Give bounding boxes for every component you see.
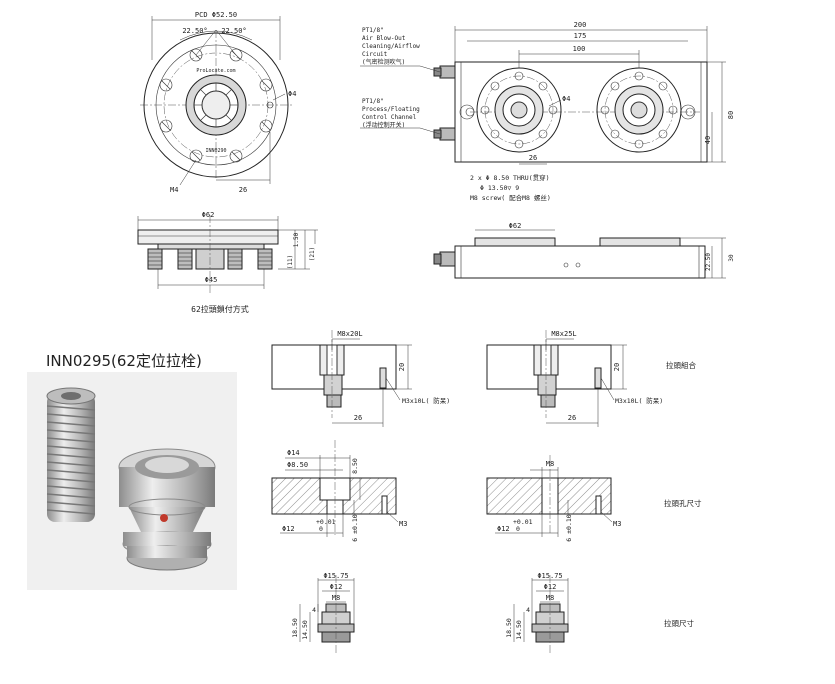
- pin-left-h4: 4: [312, 606, 316, 614]
- hole-left-d12: Φ12: [282, 525, 295, 533]
- asm-left-pin: M3x10L( 防呆): [402, 396, 450, 405]
- block-dim-h1: 22.50: [705, 253, 712, 271]
- dim-40: 40: [704, 136, 712, 144]
- port1-desc4: (气密检测吹气): [362, 58, 405, 66]
- flange-side-view: Φ62 Φ45 1.50 (21) (11) 62拉頭鎖付方式: [137, 211, 318, 314]
- block-dim-h2: 30: [728, 254, 735, 262]
- hole-left-tol0: 0: [319, 525, 323, 533]
- pin-right-h4: 4: [526, 606, 530, 614]
- flange-top-view: ProLocate.com INN0290 PCD Φ52.50 22.50° …: [140, 11, 296, 194]
- pin-right-h1450: 14.50: [515, 620, 523, 640]
- threaded-stud: [46, 387, 96, 522]
- side-dim-2: (21): [309, 247, 316, 261]
- block-side-view: Φ62 22.50 30: [433, 222, 735, 279]
- pin-left-h1850: 18.50: [291, 618, 299, 638]
- pin-left-d12: Φ12: [330, 583, 343, 591]
- port2-desc2: Control Channel: [362, 114, 417, 121]
- dim-200: 200: [574, 21, 587, 29]
- hole-left: Φ14 Φ8.50 8.50 6 ±0.10 +0.01 0 Φ12 M3: [271, 440, 407, 542]
- hole-left-d14: Φ14: [287, 449, 300, 457]
- hole-left-tol: +0.01: [316, 518, 336, 526]
- assembly-right: M8x25L M3x10L( 防呆) 20 26: [486, 330, 663, 427]
- engrave-bottom: INN0290: [205, 148, 226, 154]
- hole-left-d850: Φ8.50: [287, 461, 308, 469]
- hole-dia-label: Φ4: [288, 90, 296, 98]
- port1-label: PT1/8": [362, 27, 384, 34]
- product-title: INN0295(62定位拉栓): [46, 352, 202, 370]
- dim-80: 80: [727, 111, 735, 119]
- side-dim-45: Φ45: [205, 276, 218, 284]
- port1-desc1: Air Blow-Out: [362, 35, 406, 42]
- pin-right-d12: Φ12: [544, 583, 557, 591]
- pin-left-d1575: Φ15.75: [323, 572, 348, 580]
- hole-right-tol0: 0: [516, 525, 520, 533]
- hole-left-depth: 6 ±0.10: [351, 514, 359, 541]
- asm-left-w: 26: [354, 414, 362, 422]
- hole-label: 拉頭孔尺寸: [664, 498, 702, 508]
- side-caption: 62拉頭鎖付方式: [191, 304, 249, 314]
- hole-right-m3: M3: [613, 520, 621, 528]
- pin-right-h1850: 18.50: [505, 618, 513, 638]
- dim-26: 26: [529, 154, 537, 162]
- assembly-left: M8x20L M3x10L( 防呆) 20 26: [271, 330, 450, 427]
- asm-left-thread: M8x20L: [337, 330, 362, 338]
- pin-left-m8: M8: [332, 594, 340, 602]
- asm-left-h: 20: [398, 363, 406, 371]
- port2-desc1: Process/Floating: [362, 106, 420, 113]
- side-dim-62: Φ62: [202, 211, 215, 219]
- hole-left-h850: 8.50: [351, 458, 359, 474]
- port2-desc3: (浮动控制开关): [362, 121, 405, 129]
- port2-label: PT1/8": [362, 98, 384, 105]
- angle-right: 22.50°: [221, 27, 246, 35]
- pin-label: 拉頭尺寸: [664, 618, 694, 628]
- hole-right: M8 6 ±0.10 +0.01 0 Φ12 M3: [486, 455, 621, 542]
- dim-175: 175: [574, 32, 587, 40]
- dim-100: 100: [573, 45, 586, 53]
- hole-left-m3: M3: [399, 520, 407, 528]
- hole-right-tol: +0.01: [513, 518, 533, 526]
- hole-note-1: 2 x Φ 8.50 THRU(贯穿): [470, 173, 550, 182]
- pcd-label: PCD Φ52.50: [195, 11, 237, 19]
- offset-label: 26: [239, 186, 247, 194]
- block-dim-62: Φ62: [509, 222, 522, 230]
- assembly-label: 拉頭組合: [666, 360, 696, 370]
- product-photo: [27, 372, 237, 590]
- angle-left: 22.50°: [182, 27, 207, 35]
- engrave-top: ProLocate.com: [196, 68, 235, 74]
- port1-desc3: Circuit: [362, 51, 388, 58]
- pin-left: Φ15.75 Φ12 M8 18.50 14.50 4: [291, 572, 355, 655]
- pin-right-d1575: Φ15.75: [537, 572, 562, 580]
- asm-right-thread: M8x25L: [551, 330, 576, 338]
- pin-left-h1450: 14.50: [301, 620, 309, 640]
- hole-right-depth: 6 ±0.10: [565, 514, 573, 541]
- hole-right-d12: Φ12: [497, 525, 510, 533]
- block-top-view: PT1/8" Air Blow-Out Cleaning/Airflow Cir…: [360, 21, 735, 202]
- asm-right-h: 20: [613, 363, 621, 371]
- pin-right-m8: M8: [546, 594, 554, 602]
- thread-label: M4: [170, 186, 178, 194]
- side-dim-3: (11): [287, 255, 294, 269]
- port1-desc2: Cleaning/Airflow: [362, 43, 420, 50]
- pin-right: Φ15.75 Φ12 M8 18.50 14.50 4: [505, 572, 569, 655]
- hole-note: Φ4: [562, 95, 570, 103]
- asm-right-w: 26: [568, 414, 576, 422]
- hole-note-2: Φ 13.50▽ 9: [480, 184, 519, 192]
- pull-stud: [118, 448, 216, 571]
- asm-right-pin: M3x10L( 防呆): [615, 396, 663, 405]
- product-render: [46, 387, 216, 571]
- hole-note-3: M8 screw( 配合M8 螺丝): [470, 193, 551, 202]
- side-dim-1: 1.50: [293, 232, 300, 247]
- hole-right-m8: M8: [546, 460, 554, 468]
